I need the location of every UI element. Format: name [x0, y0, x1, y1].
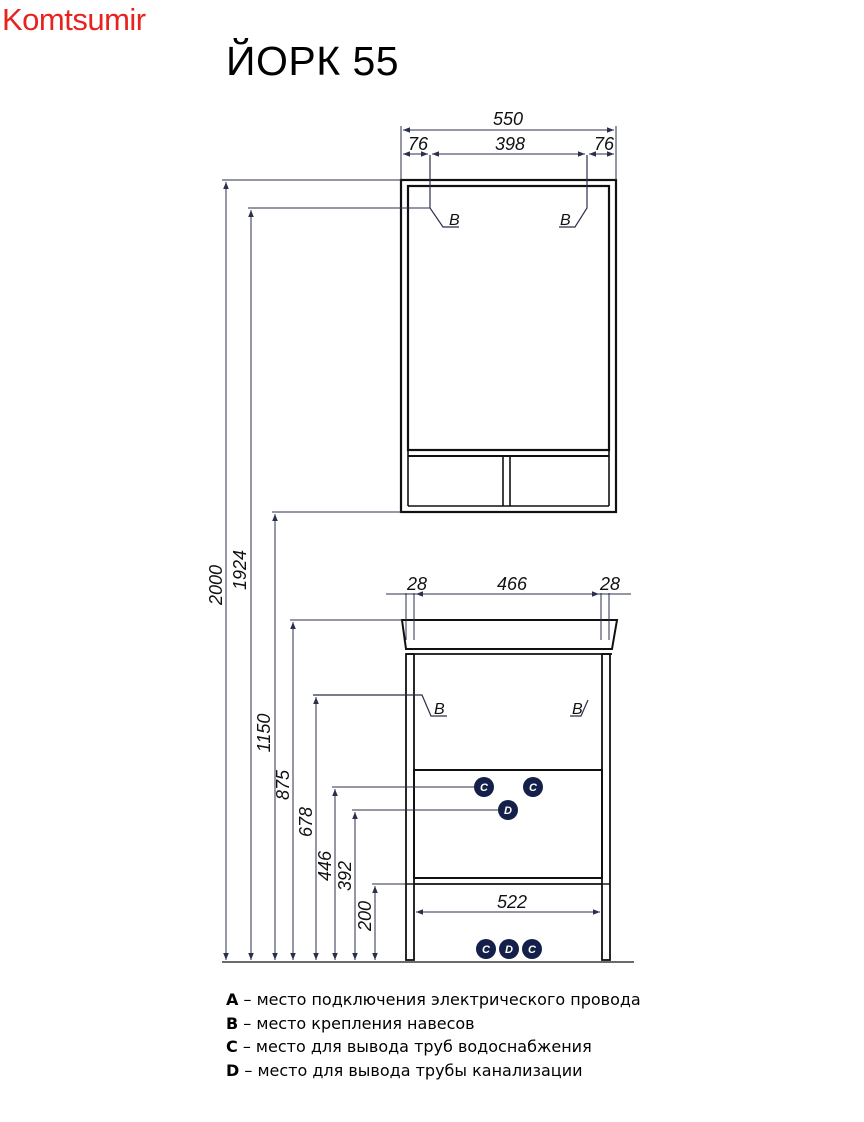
dim-height-392: 392	[335, 861, 355, 891]
dim-vanity-middle: 466	[497, 574, 528, 594]
height-dimensions	[222, 179, 498, 960]
legend-row-b: B – место крепления навесов	[226, 1013, 475, 1033]
marker-b-mirror-left: B	[449, 212, 460, 229]
badge-c-left: C	[474, 777, 494, 797]
legend-row-a: A – место подключения электрического про…	[226, 990, 641, 1009]
mirror-door	[406, 184, 611, 452]
dim-vanity-side-right: 28	[599, 574, 620, 594]
mirror-cabinet	[399, 178, 618, 514]
watermark-logo: Komtsumir	[2, 2, 146, 37]
wash-basin	[400, 619, 619, 650]
svg-text:C: C	[529, 782, 538, 794]
dim-height-678: 678	[296, 807, 316, 837]
vanity-right-side	[601, 653, 611, 961]
legend: A – место подключения электрического про…	[226, 988, 641, 1082]
vanity-hanging-points	[313, 694, 589, 717]
badge-d-floor: D	[499, 939, 519, 959]
dim-mirror-side-right: 76	[594, 134, 615, 154]
badge-d: D	[498, 800, 518, 820]
vanity-drawer	[413, 769, 603, 879]
dim-height-2000: 2000	[206, 565, 226, 606]
product-title: ЙОРК 55	[226, 38, 400, 84]
dim-legs-width: 522	[497, 892, 527, 912]
marker-b-vanity-left: B	[434, 701, 445, 718]
legend-row-d: D – место для вывода трубы канализации	[226, 1060, 583, 1080]
vanity-width-dimensions	[386, 591, 631, 640]
badge-c-floor-right: C	[522, 939, 542, 959]
legend-row-c: C – место для вывода труб водоснабжения	[226, 1037, 592, 1056]
dim-height-200: 200	[355, 901, 375, 932]
dim-height-1924: 1924	[230, 550, 250, 590]
mirror-width-dimensions	[400, 126, 617, 180]
svg-text:C: C	[480, 782, 489, 794]
dim-vanity-side-left: 28	[406, 574, 427, 594]
dim-mirror-middle: 398	[495, 134, 525, 154]
svg-text:D: D	[505, 944, 513, 956]
dim-mirror-side-left: 76	[408, 134, 429, 154]
mirror-outer-frame	[399, 178, 618, 514]
dim-mirror-width: 550	[493, 109, 523, 129]
dim-height-1150: 1150	[254, 714, 274, 753]
svg-text:C: C	[482, 944, 491, 956]
dim-height-446: 446	[315, 850, 335, 881]
svg-text:D: D	[504, 805, 512, 817]
mirror-hanging-points	[429, 155, 588, 228]
marker-b-vanity-right: B	[572, 701, 583, 718]
vanity-cabinet	[400, 619, 619, 961]
dim-height-875: 875	[273, 769, 293, 800]
marker-b-mirror-right: B	[560, 212, 571, 229]
svg-text:C: C	[528, 944, 537, 956]
vanity-left-side	[405, 653, 415, 961]
badge-c-right: C	[523, 777, 543, 797]
badge-c-floor-left: C	[476, 939, 496, 959]
technical-drawing: B B 550 76 398 76 B B 28 466 2	[206, 109, 634, 963]
